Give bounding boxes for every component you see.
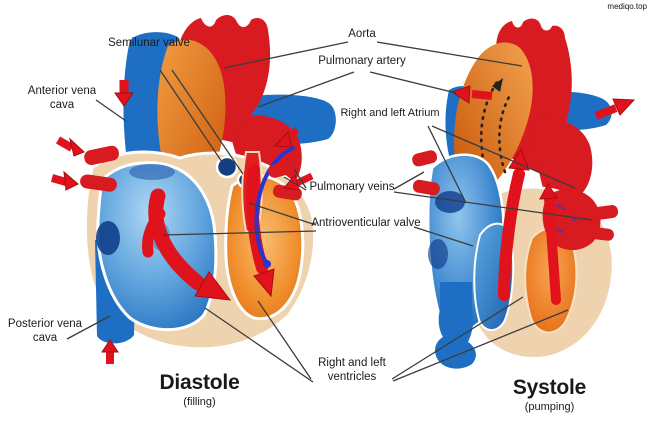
blood-flow-arrow-left-ventricle [246, 164, 275, 298]
label-right-left-atrium: Right and left Atrium [340, 107, 440, 119]
leader-lines [66, 41, 593, 383]
label-pulmonary-artery: Pulmonary artery [318, 55, 406, 67]
systole-heart-illustration [412, 18, 636, 369]
inflow-arrows-right [273, 127, 314, 191]
label-posterior-vena-cava: Posterior vena cava [7, 318, 83, 345]
label-atrioventricular-valve: Antrioventicular valve [311, 217, 421, 229]
systole-subtitle: (pumping) [524, 401, 575, 413]
blood-flow-arrows-up [498, 147, 561, 305]
label-right-left-ventricles: Right and left ventricles [318, 357, 386, 384]
outflow-arrow-right [594, 98, 636, 120]
inflow-arrow-top [114, 80, 134, 107]
systole-title: Systole [512, 376, 587, 399]
label-anterior-vena-cava: Anterior vena cava [27, 85, 97, 112]
diastole-title: Diastole [159, 371, 240, 394]
diastole-heart-illustration [50, 14, 336, 364]
inflow-arrows-left [50, 136, 85, 191]
label-pulmonary-veins: Pulmonary veins [309, 181, 395, 193]
blood-flow-arrow-down-right [142, 188, 232, 301]
label-semilunar-valve: Semilunar valve [108, 37, 190, 49]
aorta-flow-dashed-line [480, 78, 511, 180]
left-atrium-systole [542, 189, 619, 251]
caption-diastole: Diastole (filling) [142, 371, 257, 408]
outflow-arrow-left [450, 85, 493, 104]
caption-systole: Systole (pumping) [492, 376, 607, 413]
label-aorta: Aorta [348, 28, 376, 40]
watermark: mediqo.top [607, 2, 647, 11]
pulmonary-vein-stubs-right-heart [412, 150, 440, 196]
diastole-subtitle: (filling) [183, 396, 216, 408]
inflow-arrow-bottom [101, 339, 119, 364]
vena-cava-stubs-left [80, 145, 119, 192]
vein-flow-line [254, 146, 295, 268]
